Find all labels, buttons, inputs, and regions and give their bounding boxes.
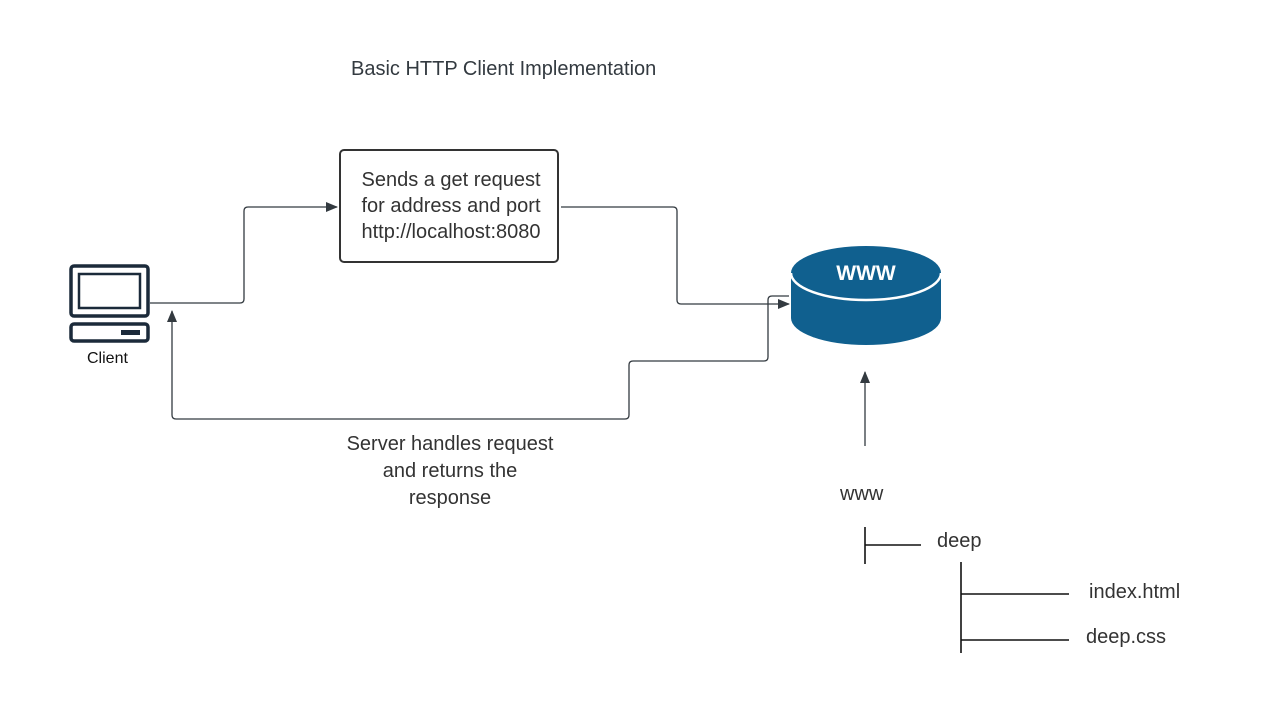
- tree-root-folder: www: [840, 483, 884, 505]
- response-line: Server handles request: [346, 433, 554, 455]
- request-line: http://localhost:8080: [361, 221, 541, 243]
- tree-subfolder: deep: [937, 530, 982, 552]
- request-box: Sends a get request for address and port…: [339, 149, 559, 263]
- response-line: response: [408, 487, 492, 509]
- database-cylinder-icon: [789, 246, 943, 345]
- response-connector: [167, 295, 789, 420]
- request-line: Sends a get request: [361, 169, 541, 191]
- tree-file-item: deep.css: [1086, 626, 1167, 648]
- request-connector: [150, 202, 338, 304]
- request-line: for address and port: [361, 195, 541, 217]
- forward-connector: [561, 206, 790, 309]
- diagram-title: Basic HTTP Client Implementation: [351, 58, 657, 80]
- server-label: WWW: [836, 262, 896, 285]
- file-tree-lines: [864, 527, 1069, 653]
- request-description: Sends a get request for address and port…: [341, 167, 561, 245]
- response-note: Server handles request and returns the r…: [300, 431, 600, 512]
- tree-file-item: index.html: [1089, 581, 1181, 603]
- client-label: Client: [87, 350, 128, 367]
- desktop-computer-icon: [69, 264, 150, 343]
- response-line: and returns the: [382, 460, 518, 482]
